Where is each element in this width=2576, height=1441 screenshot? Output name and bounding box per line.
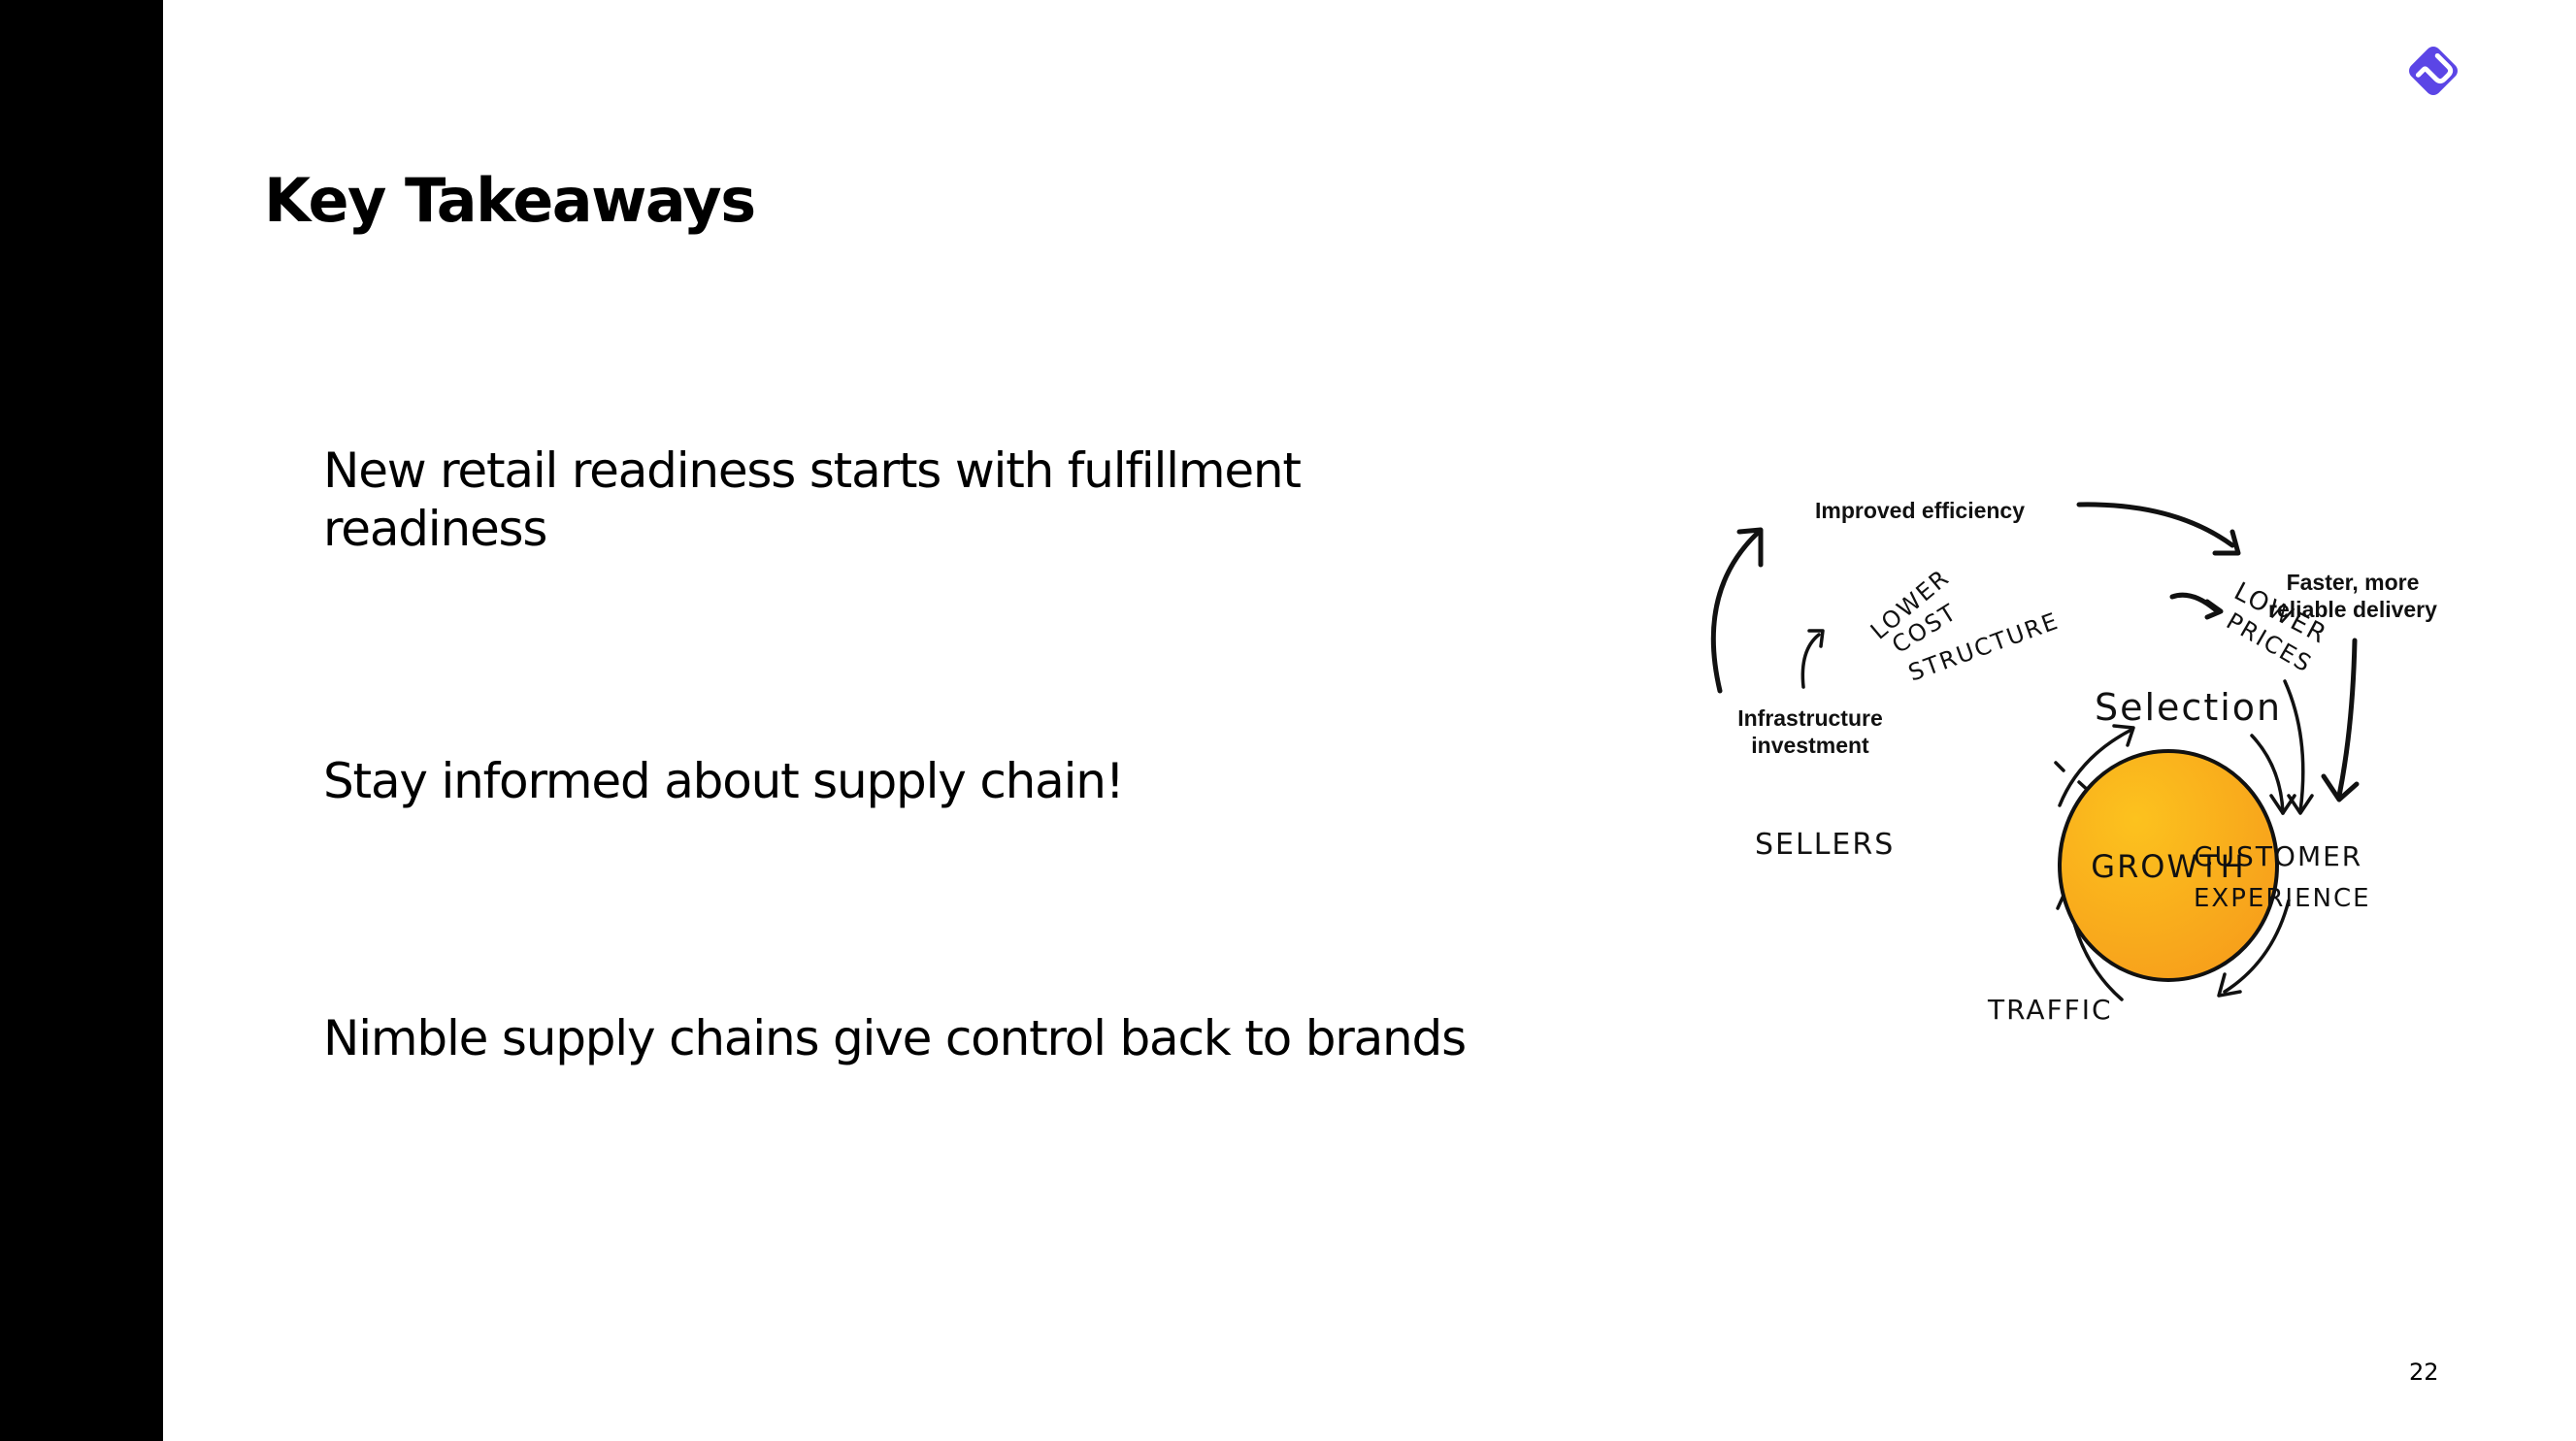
arrow-efficiency-to-delivery-head (2212, 529, 2241, 556)
arrow-infrastructure-to-efficiency-head (1736, 527, 1764, 568)
infrastructure-label: Infrastructure (1737, 705, 1883, 731)
takeaway-item: New retail readiness starts with fulfill… (323, 442, 1302, 557)
takeaway-item: Stay informed about supply chain! (323, 753, 1125, 809)
growth-label: GROWTH (2091, 848, 2245, 885)
arrow-delivery-to-customer (2336, 638, 2358, 799)
arrow-infrastructure-to-lower-cost (1800, 633, 1821, 689)
traffic-label: TRAFFIC (1987, 994, 2113, 1026)
experience-label: EXPERIENCE (2194, 884, 2371, 913)
sellers-label: SELLERS (1755, 828, 1895, 862)
infrastructure-label-2: investment (1751, 733, 1869, 758)
faster-delivery-label: Faster, more (2287, 570, 2420, 595)
arrow-efficiency-to-delivery (2076, 502, 2235, 548)
takeaway-item: Nimble supply chains give control back t… (323, 1010, 1467, 1066)
slide-title: Key Takeaways (264, 165, 756, 236)
improved-efficiency-label: Improved efficiency (1815, 498, 2025, 523)
arrow-selection-to-customer (2250, 734, 2285, 815)
page-number: 22 (2409, 1359, 2439, 1386)
arrow-infrastructure-to-efficiency (1710, 531, 1760, 694)
left-sidebar-band (0, 0, 163, 1441)
arrow-delivery-to-customer-head (2321, 773, 2360, 802)
customer-label: CUSTOMER (2194, 840, 2362, 872)
faster-delivery-label-2: reliable delivery (2268, 597, 2437, 622)
arrow-lower-prices-to-customer (2283, 679, 2305, 813)
flywheel-diagram: GROWTH Improved efficiency Faster, more … (1679, 475, 2456, 1038)
brand-logo-icon (2403, 39, 2463, 103)
arrow-customer-to-traffic (2223, 899, 2291, 994)
selection-label: Selection (2095, 686, 2282, 729)
arrow-sellers-to-selection (2058, 728, 2133, 807)
growth-circle (2058, 749, 2279, 982)
